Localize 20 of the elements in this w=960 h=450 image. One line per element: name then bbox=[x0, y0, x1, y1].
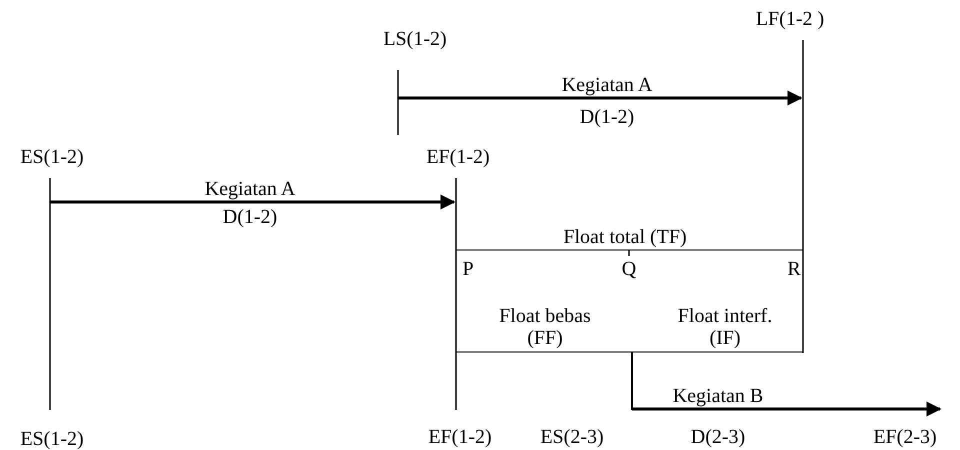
point-label: Q bbox=[622, 258, 636, 280]
time-label: ES(2-3) bbox=[540, 426, 604, 448]
activity-label: Kegiatan A bbox=[204, 178, 296, 200]
activity-label: Kegiatan A bbox=[562, 74, 652, 96]
time-label: EF(1-2) bbox=[426, 146, 490, 168]
point-label: R bbox=[787, 258, 801, 280]
time-label: LS(1-2) bbox=[383, 28, 447, 50]
duration-label: D(1-2) bbox=[222, 206, 278, 228]
time-label: ES(1-2) bbox=[20, 146, 84, 168]
duration-label: D(2-3) bbox=[690, 426, 746, 448]
duration-label: D(1-2) bbox=[580, 106, 634, 128]
point-label: P bbox=[462, 258, 474, 280]
time-label: EF(2-3) bbox=[873, 426, 937, 448]
float-label: Float interf. (IF) bbox=[676, 305, 774, 349]
time-label: LF(1-2 ) bbox=[756, 8, 824, 30]
float-label: Float total (TF) bbox=[563, 226, 687, 248]
float-label: Float bebas (FF) bbox=[498, 305, 592, 349]
activity-label: Kegiatan B bbox=[672, 385, 764, 407]
time-label: ES(1-2) bbox=[20, 428, 84, 450]
time-label: EF(1-2) bbox=[428, 426, 492, 448]
